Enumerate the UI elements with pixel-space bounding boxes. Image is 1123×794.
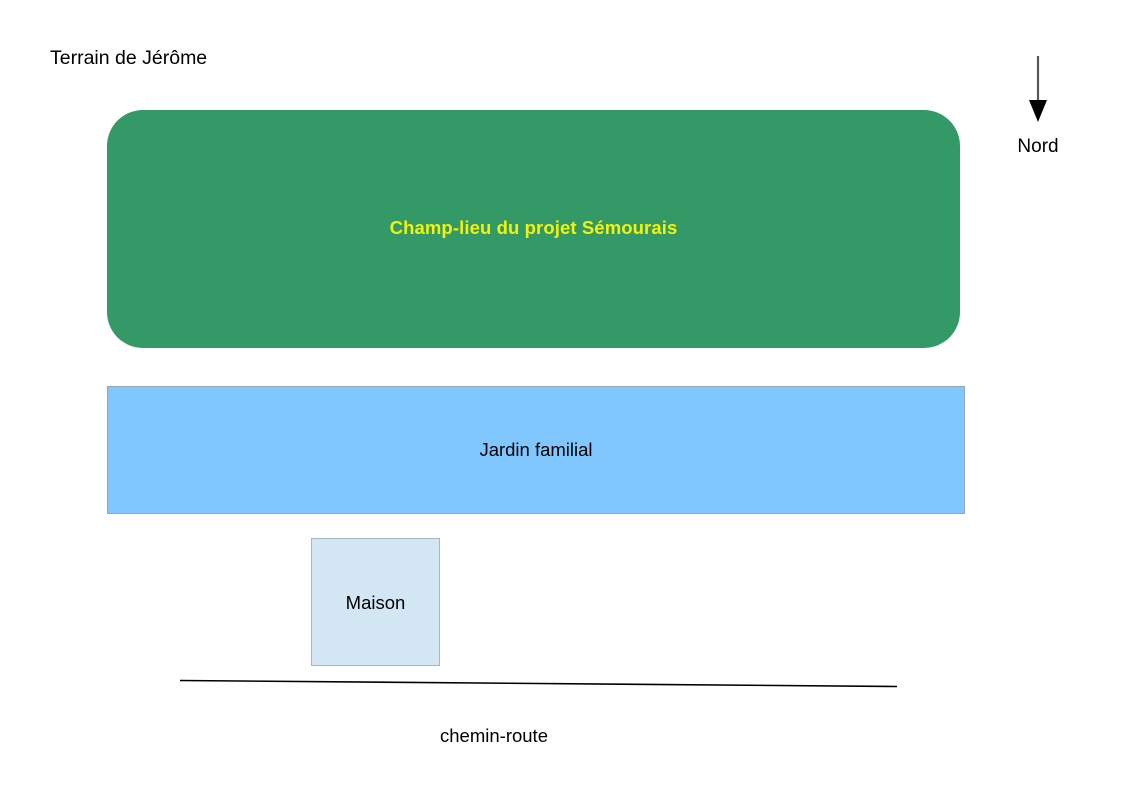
compass-north: Nord [988,52,1088,172]
shape-garden-label: Jardin familial [479,439,593,460]
shape-house-maison[interactable]: Maison [311,538,440,666]
page-title: Terrain de Jérôme [50,47,208,69]
shape-field-label: Champ-lieu du projet Sémourais [389,217,678,238]
shape-field-champ[interactable]: Champ-lieu du projet Sémourais [107,110,960,348]
shape-garden-jardin[interactable]: Jardin familial [107,386,965,514]
shape-house-label: Maison [345,592,406,613]
road-label: chemin-route [440,725,548,746]
compass-label: Nord [1017,136,1059,157]
arrow-down-icon [1029,56,1047,122]
